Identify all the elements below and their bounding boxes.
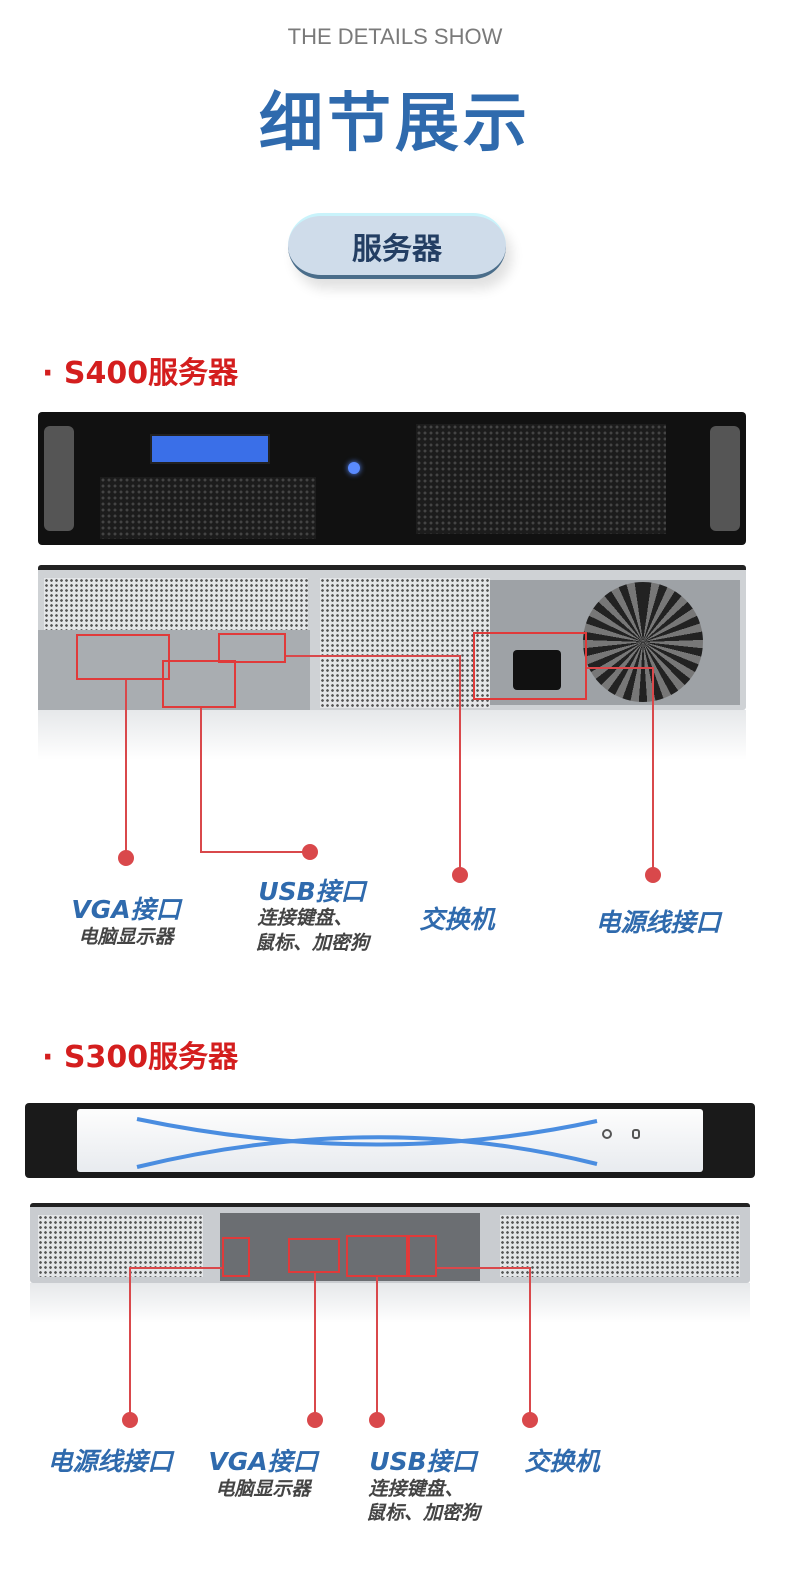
callout-dot bbox=[122, 1412, 138, 1428]
s400-vga-highlight bbox=[76, 634, 170, 680]
s300-vga-highlight bbox=[288, 1238, 340, 1273]
rear-vent-right bbox=[500, 1215, 740, 1277]
io-panel bbox=[38, 630, 310, 710]
callout-dot bbox=[452, 867, 468, 883]
callout-dot bbox=[645, 867, 661, 883]
callout-dot bbox=[369, 1412, 385, 1428]
callout-line bbox=[376, 1277, 378, 1420]
s400-heading: · S400服务器 bbox=[42, 356, 239, 391]
reset-button bbox=[632, 1129, 640, 1139]
callout-line bbox=[200, 851, 310, 853]
s300-switch-highlight bbox=[408, 1235, 437, 1277]
callout-line bbox=[652, 667, 654, 875]
rear-vent bbox=[44, 578, 308, 633]
s400-switch-label: 交换机 bbox=[419, 905, 495, 934]
s300-usb-desc-1: 连接键盘、 bbox=[368, 1478, 464, 1500]
callout-line bbox=[314, 1273, 316, 1420]
power-button bbox=[348, 462, 360, 474]
s400-front-image bbox=[38, 412, 746, 545]
callout-dot bbox=[307, 1412, 323, 1428]
rear-vent-left bbox=[38, 1215, 203, 1277]
s400-reflection bbox=[38, 710, 746, 760]
pci-slots bbox=[320, 578, 490, 708]
s400-switch-highlight bbox=[218, 633, 286, 663]
front-vent-left bbox=[100, 477, 316, 539]
s300-power-label: 电源线接口 bbox=[47, 1447, 173, 1476]
page-title: 细节展示 bbox=[259, 87, 531, 161]
rack-handle-left bbox=[44, 426, 74, 531]
front-panel bbox=[77, 1109, 703, 1172]
s300-usb-highlight bbox=[346, 1235, 408, 1277]
front-swoosh bbox=[136, 1117, 598, 1169]
s400-power-label: 电源线接口 bbox=[595, 908, 721, 937]
callout-line bbox=[529, 1267, 531, 1420]
s300-vga-label: VGA接口 bbox=[208, 1447, 318, 1476]
callout-line bbox=[587, 667, 654, 669]
s300-front-image bbox=[25, 1103, 755, 1178]
s300-usb-desc-2: 鼠标、加密狗 bbox=[365, 1502, 481, 1524]
s400-vga-desc: 电脑显示器 bbox=[78, 926, 174, 948]
s400-usb-highlight bbox=[162, 660, 236, 708]
callout-line bbox=[129, 1267, 131, 1420]
page-subtitle: THE DETAILS SHOW bbox=[287, 24, 503, 49]
callout-dot bbox=[522, 1412, 538, 1428]
s300-switch-label: 交换机 bbox=[524, 1447, 600, 1476]
s400-rear-image bbox=[38, 565, 746, 710]
category-button[interactable]: 服务器 bbox=[288, 213, 506, 279]
callout-line bbox=[200, 708, 202, 853]
s400-usb-desc-2: 鼠标、加密狗 bbox=[254, 932, 370, 954]
lcd-display bbox=[150, 434, 270, 464]
s400-vga-label: VGA接口 bbox=[71, 895, 181, 924]
callout-line bbox=[129, 1267, 222, 1269]
power-button bbox=[602, 1129, 612, 1139]
s300-rear-image bbox=[30, 1203, 750, 1283]
callout-line bbox=[459, 655, 461, 875]
callout-dot bbox=[118, 850, 134, 866]
callout-dot bbox=[302, 844, 318, 860]
s300-reflection bbox=[30, 1283, 750, 1323]
power-socket bbox=[513, 650, 561, 690]
front-vent-right bbox=[416, 424, 666, 534]
s300-usb-label: USB接口 bbox=[369, 1447, 477, 1476]
s400-usb-label: USB接口 bbox=[258, 877, 366, 906]
s300-heading: · S300服务器 bbox=[42, 1040, 239, 1075]
s300-power-highlight bbox=[222, 1237, 250, 1277]
s300-vga-desc: 电脑显示器 bbox=[215, 1478, 311, 1500]
callout-line bbox=[437, 1267, 530, 1269]
s400-power-highlight bbox=[473, 632, 587, 700]
s400-usb-desc-1: 连接键盘、 bbox=[257, 907, 353, 929]
callout-line bbox=[286, 655, 461, 657]
rack-handle-right bbox=[710, 426, 740, 531]
fan-icon bbox=[583, 582, 703, 702]
callout-line bbox=[125, 680, 127, 858]
